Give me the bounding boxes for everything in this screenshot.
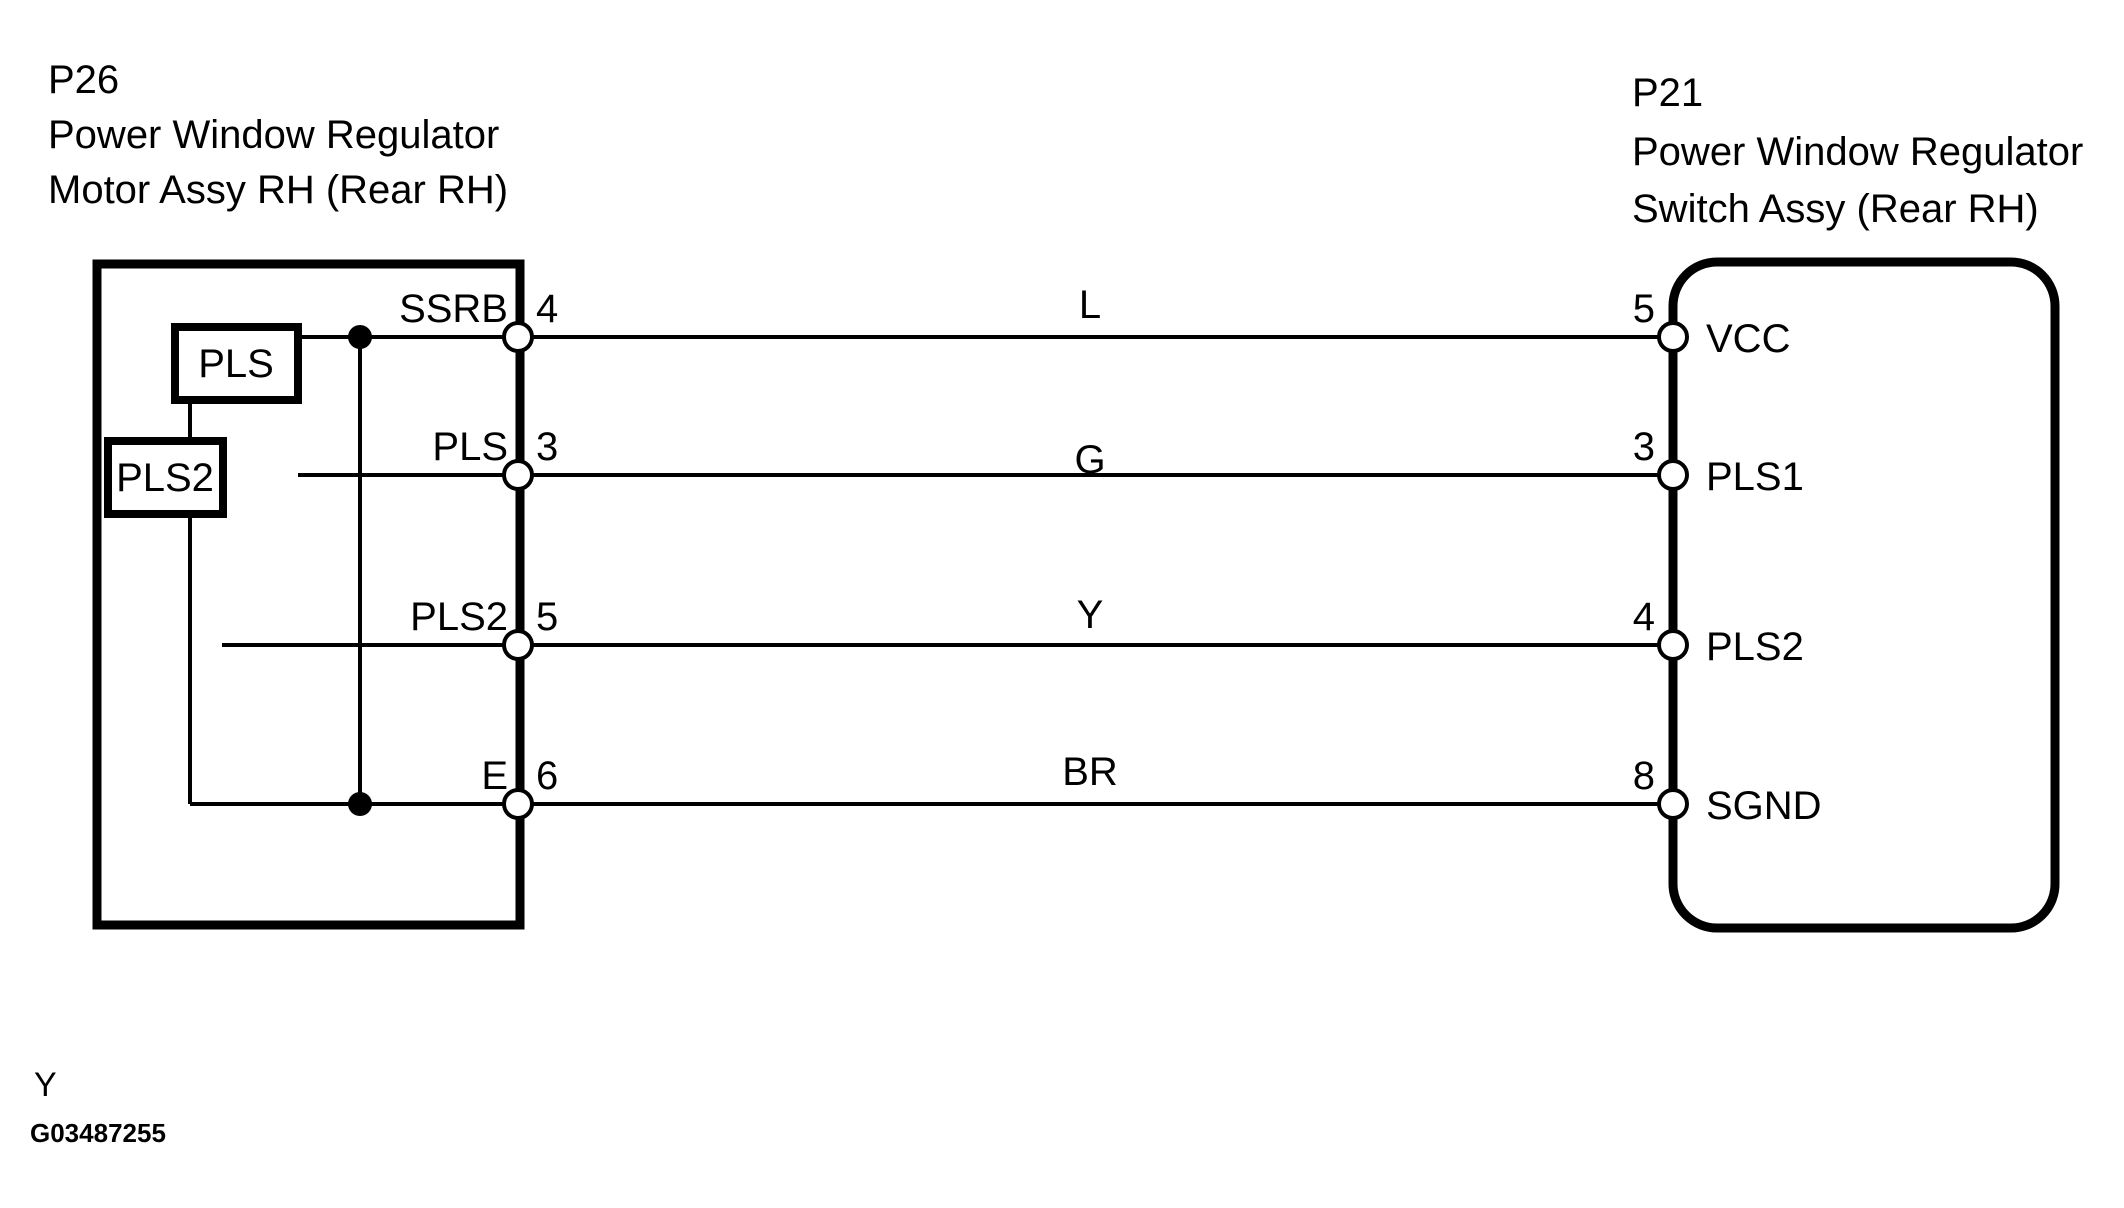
figure-id: G03487255 [30,1118,166,1148]
junction-dot-ground [348,792,372,816]
right-terminal-signal-1: VCC [1706,317,1790,361]
wire-color-code-2: G [1074,438,1105,482]
left-connector-enclosure [92,259,525,930]
right-terminal-pin-1: 5 [1633,287,1655,331]
left-connector-name-line2: Motor Assy RH (Rear RH) [48,168,508,212]
right-connector-name-line1: Power Window Regulator [1632,130,2083,174]
right-connector-name-line2: Switch Assy (Rear RH) [1632,187,2039,231]
wire-color-code-3: Y [1077,593,1104,637]
left-terminal-pin-3: 5 [536,595,558,639]
left-terminal-pin-1: 4 [536,287,558,331]
left-terminal-signal-2: PLS [432,425,508,469]
right-terminal-node-3[interactable] [1657,629,1689,661]
junction-dot-ssrb [348,325,372,349]
component-box-pls-label: PLS [198,342,274,386]
left-terminal-node-4[interactable] [502,788,534,820]
right-terminal-signal-2: PLS1 [1706,455,1804,499]
left-connector-name-line1: Power Window Regulator [48,113,499,157]
left-terminal-pin-4: 6 [536,754,558,798]
left-terminal-signal-1: SSRB [399,287,508,331]
left-terminal-node-2[interactable] [502,459,534,491]
right-terminal-pin-3: 4 [1633,595,1655,639]
left-terminal-signal-4: E [481,754,508,798]
right-connector-code: P21 [1632,71,1703,115]
right-connector-enclosure [1668,257,2060,933]
right-terminal-pin-2: 3 [1633,425,1655,469]
left-terminal-node-3[interactable] [502,629,534,661]
component-box-pls [171,323,302,404]
component-box-pls2 [104,437,227,518]
left-terminal-node-1[interactable] [502,321,534,353]
left-connector-code: P26 [48,58,119,102]
right-terminal-signal-4: SGND [1706,784,1822,828]
right-terminal-pin-4: 8 [1633,754,1655,798]
left-terminal-signal-3: PLS2 [410,595,508,639]
right-terminal-signal-3: PLS2 [1706,625,1804,669]
wire-color-code-1: L [1079,283,1101,327]
component-box-pls2-label: PLS2 [116,456,214,500]
left-terminal-pin-2: 3 [536,425,558,469]
footer-note: Y [34,1066,57,1104]
right-terminal-node-2[interactable] [1657,459,1689,491]
right-terminal-node-1[interactable] [1657,321,1689,353]
right-terminal-node-4[interactable] [1657,788,1689,820]
wire-color-code-4: BR [1062,750,1118,794]
